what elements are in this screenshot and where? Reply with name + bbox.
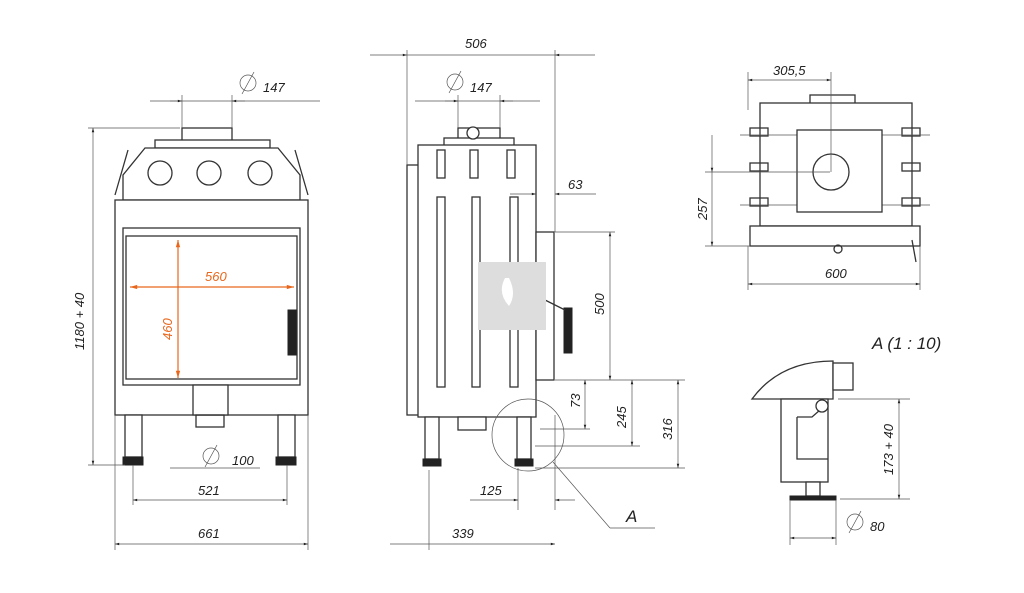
side-flue-diameter-label: 147 xyxy=(470,80,492,95)
leg-spacing-label: 521 xyxy=(198,483,220,498)
side-view: A 506 147 63 500 73 245 316 125 339 xyxy=(370,36,685,550)
leg-offset-label: 125 xyxy=(480,483,502,498)
flame-icon xyxy=(501,278,513,306)
front-view: 560 460 147 1180 + 40 100 521 661 xyxy=(72,71,320,550)
dim-245-label: 245 xyxy=(614,406,629,429)
glass-width-label: 560 xyxy=(205,269,227,284)
dim-316-label: 316 xyxy=(660,418,675,440)
detail-a-circle xyxy=(491,398,565,472)
door-height-label: 500 xyxy=(592,293,607,315)
diameter-icon xyxy=(846,510,864,534)
detail-title: A (1 : 10) xyxy=(871,334,941,353)
front-flue-diameter-label: 147 xyxy=(263,80,285,95)
diameter-icon xyxy=(202,444,220,468)
dim-339-label: 339 xyxy=(452,526,474,541)
front-width-label: 661 xyxy=(198,526,220,541)
top-flue-offset-label: 305,5 xyxy=(773,63,806,78)
side-depth-label: 506 xyxy=(465,36,487,51)
front-height-label: 1180 + 40 xyxy=(72,292,87,350)
diameter-icon xyxy=(239,71,257,95)
foot-diameter-label: 80 xyxy=(870,519,885,534)
top-width-label: 600 xyxy=(825,266,847,281)
detail-view: A (1 : 10) 173 + 40 80 xyxy=(750,334,941,545)
leg-diameter-label: 100 xyxy=(232,453,254,468)
dim-73-label: 73 xyxy=(568,393,583,408)
door-offset-label: 63 xyxy=(568,177,583,192)
top-depth-label: 257 xyxy=(695,198,710,221)
diameter-icon xyxy=(446,70,464,94)
glass-height-label: 460 xyxy=(160,318,175,340)
detail-a-label: A xyxy=(625,507,637,526)
detail-leg-height-label: 173 + 40 xyxy=(881,423,896,475)
top-view: 305,5 257 600 xyxy=(695,63,930,290)
